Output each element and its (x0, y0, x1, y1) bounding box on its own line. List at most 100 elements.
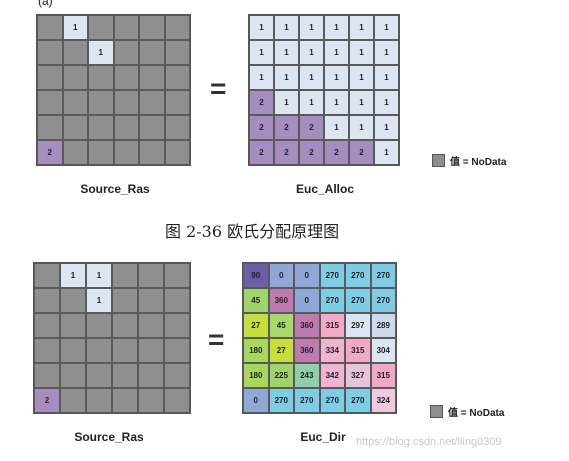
grid-cell (112, 363, 138, 388)
grid-cell: 1 (374, 115, 399, 140)
grid-cell (164, 15, 190, 40)
grid-cell (113, 40, 139, 65)
grid-cell (62, 90, 88, 115)
grid-cell: 324 (370, 388, 396, 413)
grid-cell: 1 (299, 65, 324, 90)
figure-fragment-label: (a) (38, 0, 53, 8)
grid-cell (164, 40, 190, 65)
grid-cell (60, 313, 86, 338)
grid-cell (138, 388, 164, 413)
grid-cell (112, 338, 138, 363)
grid-cell: 1 (349, 115, 374, 140)
grid-cell (113, 140, 139, 165)
grid-cell: 1 (274, 15, 299, 40)
grid-cell (112, 263, 138, 288)
grid-cell: 315 (319, 313, 345, 338)
grid-cell (86, 313, 112, 338)
grid-cell: 270 (345, 288, 371, 313)
grid-cell (164, 313, 190, 338)
grid-cell: 1 (374, 40, 399, 65)
grid-cell: 334 (319, 338, 345, 363)
grid-cell (34, 363, 60, 388)
grid-cell (62, 65, 88, 90)
grid-cell (138, 263, 164, 288)
grid-cell: 27 (268, 338, 294, 363)
grid-cell: 1 (62, 15, 88, 40)
grid-cell (139, 90, 165, 115)
watermark-text: https://blog.csdn.net/lling0309 (356, 436, 502, 448)
grid-cell: 0 (294, 263, 320, 288)
equals-sign: = (208, 324, 225, 355)
euc-dir-label: Euc_Dir (300, 430, 346, 444)
grid-cell (37, 65, 63, 90)
grid-cell: 90 (243, 263, 269, 288)
grid-cell: 2 (249, 90, 274, 115)
grid-cell (37, 115, 63, 140)
grid-cell: 1 (86, 288, 112, 313)
grid-cell: 2 (249, 115, 274, 140)
grid-cell (34, 288, 60, 313)
grid-cell (112, 288, 138, 313)
grid-cell: 315 (370, 363, 396, 388)
nodata-swatch (432, 154, 445, 167)
grid-cell: 1 (249, 40, 274, 65)
grid-cell (164, 115, 190, 140)
grid-cell (138, 338, 164, 363)
grid-cell: 225 (268, 363, 294, 388)
grid-cell (88, 65, 114, 90)
grid-cell: 243 (294, 363, 320, 388)
grid-cell: 45 (268, 313, 294, 338)
grid-cell (88, 140, 114, 165)
grid-cell: 1 (374, 90, 399, 115)
grid-cell (34, 313, 60, 338)
grid-cell: 1 (60, 263, 86, 288)
grid-cell: 1 (274, 90, 299, 115)
grid-cell (60, 388, 86, 413)
grid-cell (60, 338, 86, 363)
nodata-legend: 值 = NoData (430, 404, 504, 419)
grid-cell: 360 (268, 288, 294, 313)
grid-cell (112, 313, 138, 338)
grid-cell: 2 (249, 140, 274, 165)
grid-cell: 1 (374, 140, 399, 165)
grid-cell: 2 (37, 140, 63, 165)
grid-cell: 27 (243, 313, 269, 338)
grid-cell: 2 (274, 140, 299, 165)
grid-cell: 1 (324, 90, 349, 115)
grid-cell (112, 388, 138, 413)
grid-cell: 1 (274, 40, 299, 65)
grid-cell: 0 (294, 288, 320, 313)
euc-alloc-label: Euc_Alloc (295, 182, 355, 196)
grid-cell: 1 (349, 15, 374, 40)
grid-cell (139, 15, 165, 40)
grid-cell (34, 263, 60, 288)
grid-cell (164, 338, 190, 363)
grid-cell (86, 338, 112, 363)
grid-cell: 1 (324, 65, 349, 90)
grid-cell (60, 288, 86, 313)
grid-cell: 1 (274, 65, 299, 90)
grid-cell: 270 (294, 388, 320, 413)
grid-cell: 0 (243, 388, 269, 413)
grid-cell (88, 15, 114, 40)
grid-cell: 289 (370, 313, 396, 338)
grid-cell (37, 90, 63, 115)
grid-cell (88, 115, 114, 140)
grid-cell (164, 140, 190, 165)
grid-cell: 304 (370, 338, 396, 363)
grid-cell (138, 363, 164, 388)
grid-cell: 1 (374, 15, 399, 40)
grid-cell (37, 40, 63, 65)
grid-cell: 1 (324, 115, 349, 140)
grid-cell: 1 (349, 90, 374, 115)
grid-cell (88, 90, 114, 115)
grid-cell: 45 (243, 288, 269, 313)
nodata-legend-text: 值 = NoData (448, 408, 505, 419)
grid-cell: 270 (370, 263, 396, 288)
grid-cell (164, 363, 190, 388)
grid-cell: 2 (349, 140, 374, 165)
grid-cell: 2 (274, 115, 299, 140)
grid-cell: 2 (34, 388, 60, 413)
